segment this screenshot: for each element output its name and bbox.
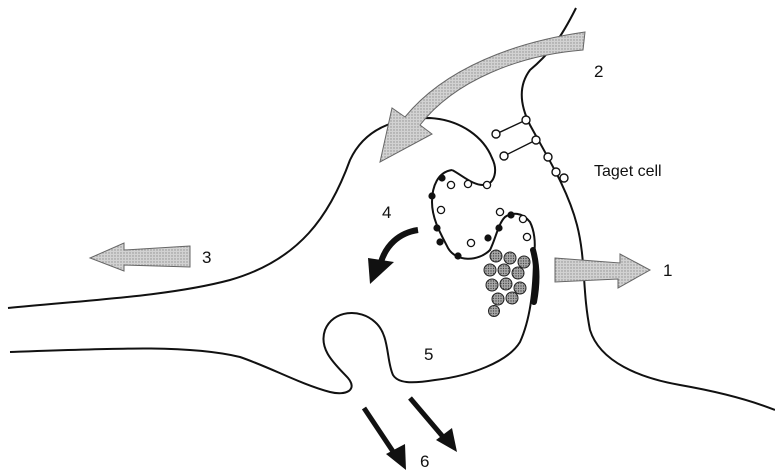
label-3: 3 bbox=[202, 248, 211, 267]
arrow-1-right bbox=[555, 254, 650, 288]
synaptic-vesicles bbox=[484, 250, 530, 317]
label-4: 4 bbox=[382, 203, 391, 222]
arrow-6b-shaft bbox=[410, 398, 444, 438]
arrow-3-left bbox=[90, 243, 190, 271]
label-2: 2 bbox=[594, 62, 603, 81]
label-6: 6 bbox=[420, 452, 429, 471]
arrow-6a-shaft bbox=[364, 408, 396, 456]
arrow-4-internalization bbox=[381, 230, 418, 262]
upper-axon-outline bbox=[8, 118, 495, 308]
terminal-lower-outline bbox=[10, 255, 534, 393]
label-5: 5 bbox=[424, 345, 433, 364]
label-target-cell: Taget cell bbox=[594, 163, 662, 180]
active-zone bbox=[533, 250, 537, 302]
label-1: 1 bbox=[663, 261, 672, 280]
arrow-4-head bbox=[368, 258, 394, 284]
target-cell-membrane bbox=[522, 8, 775, 410]
